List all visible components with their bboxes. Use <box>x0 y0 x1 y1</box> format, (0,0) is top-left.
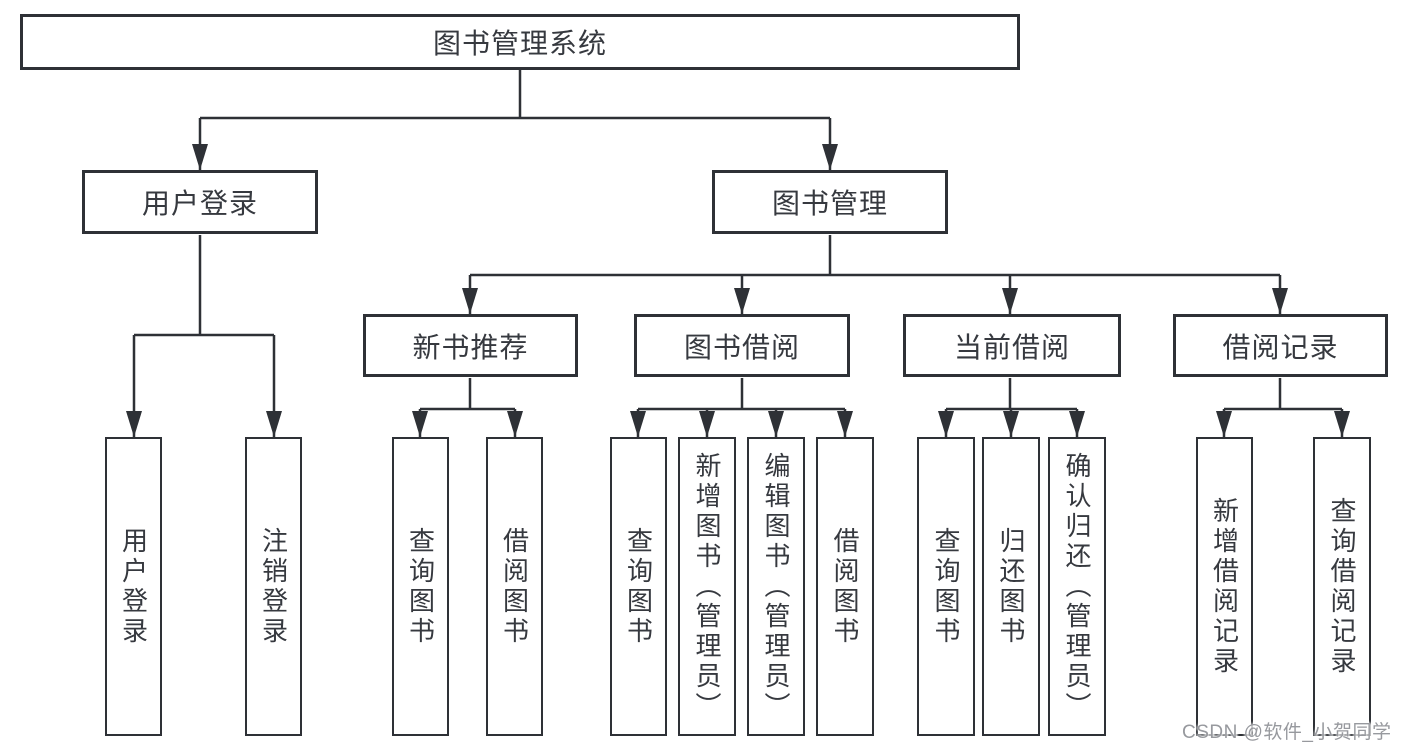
node-current-borrowing: 当前借阅 <box>903 314 1121 377</box>
node-book-borrowing: 图书借阅 <box>634 314 850 377</box>
leaf-user-login: 用户登录 <box>105 437 162 736</box>
leaf-query-books-borrowing: 查询图书 <box>610 437 667 736</box>
leaf-edit-books-admin: 编辑图书（管理员） <box>747 437 805 736</box>
connector-current-borrowing-split <box>946 378 1077 411</box>
leaf-add-books-admin: 新增图书（管理员） <box>678 437 736 736</box>
node-library-management-system: 图书管理系统 <box>20 14 1020 70</box>
leaf-return-books: 归还图书 <box>982 437 1040 736</box>
node-new-book-recommend: 新书推荐 <box>363 314 578 377</box>
leaf-query-books-recommend: 查询图书 <box>392 437 449 736</box>
connector-root-split <box>200 70 830 120</box>
leaf-query-borrow-record: 查询借阅记录 <box>1313 437 1371 736</box>
leaf-borrow-books-borrowing: 借阅图书 <box>816 437 874 736</box>
connector-book-management-split <box>470 235 1280 277</box>
leaf-add-borrow-record: 新增借阅记录 <box>1196 437 1253 736</box>
leaf-logout: 注销登录 <box>245 437 302 736</box>
csdn-watermark: CSDN @软件_小贺同学 <box>1182 722 1392 743</box>
node-user-login: 用户登录 <box>82 170 318 234</box>
leaf-query-books-current: 查询图书 <box>917 437 975 736</box>
leaf-borrow-books-recommend: 借阅图书 <box>486 437 543 736</box>
leaf-confirm-return-admin: 确认归还（管理员） <box>1048 437 1106 736</box>
connector-book-borrowing-split <box>638 378 845 411</box>
connector-borrowing-records-split <box>1224 378 1342 411</box>
node-borrowing-records: 借阅记录 <box>1173 314 1388 377</box>
node-book-management: 图书管理 <box>712 170 948 234</box>
connector-user-login-split <box>134 235 274 337</box>
connector-new-book-recommend-split <box>420 378 515 411</box>
